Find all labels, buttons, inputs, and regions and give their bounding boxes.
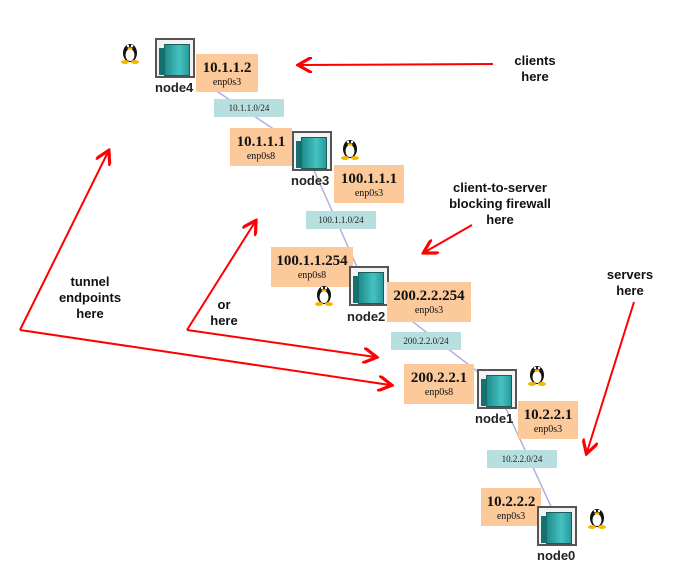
subnet-label: 10.2.2.0/24 bbox=[487, 450, 557, 468]
node2-label: node2 bbox=[347, 309, 386, 324]
annotation-clients: clients here bbox=[505, 53, 565, 85]
node0-label: node0 bbox=[537, 548, 576, 563]
arrow-tunnel-bottom bbox=[19, 329, 390, 385]
subnet-label: 10.1.1.0/24 bbox=[214, 99, 284, 117]
interface-dev: enp0s3 bbox=[533, 424, 563, 435]
arrow-or-here-up bbox=[186, 222, 255, 331]
node3-label: node3 bbox=[291, 173, 330, 188]
arrow-servers bbox=[587, 301, 635, 452]
annotation-line: here bbox=[76, 306, 104, 321]
interface-dev: enp0s8 bbox=[246, 151, 276, 162]
node1-label: node1 bbox=[475, 411, 514, 426]
annotation-tunnel-endpoints: tunnel endpoints here bbox=[50, 274, 130, 322]
annotation-or-here: or here bbox=[200, 297, 248, 329]
interface-dev: enp0s8 bbox=[424, 387, 454, 398]
interface-ip: 200.2.2.254 bbox=[393, 288, 465, 304]
annotation-line: endpoints bbox=[58, 290, 122, 305]
node0-server-icon[interactable] bbox=[537, 506, 577, 546]
interface-ip: 10.1.1.2 bbox=[202, 60, 252, 76]
interface-dev: enp0s3 bbox=[354, 188, 384, 199]
node4-label: node4 bbox=[155, 80, 194, 95]
interface-ip: 100.1.1.254 bbox=[276, 253, 348, 269]
annotation-line: client-to-server bbox=[453, 180, 547, 195]
subnet-label: 200.2.2.0/24 bbox=[391, 332, 461, 350]
annotation-line: here bbox=[521, 69, 549, 84]
annotation-line: tunnel bbox=[70, 274, 110, 289]
annotation-line: here bbox=[210, 313, 238, 328]
interface-dev: enp0s3 bbox=[414, 305, 444, 316]
annotation-line: or bbox=[217, 297, 231, 312]
annotation-line: blocking firewall bbox=[449, 196, 551, 211]
interface-dev: enp0s3 bbox=[212, 77, 242, 88]
annotation-line: here bbox=[616, 283, 644, 298]
linux-tux-icon bbox=[341, 140, 359, 160]
interface-ip: 100.1.1.1 bbox=[340, 171, 398, 187]
arrow-firewall bbox=[425, 224, 473, 252]
interface-ip: 10.2.2.2 bbox=[486, 494, 536, 510]
linux-tux-icon bbox=[588, 509, 606, 529]
node1-server-icon[interactable] bbox=[477, 369, 517, 409]
linux-tux-icon bbox=[528, 366, 546, 386]
annotation-line: here bbox=[486, 212, 514, 227]
annotation-line: clients bbox=[514, 53, 556, 68]
node4-server-icon[interactable] bbox=[155, 38, 195, 78]
interface-dev: enp0s3 bbox=[496, 511, 526, 522]
linux-tux-icon bbox=[315, 286, 333, 306]
arrow-or-here-right bbox=[186, 329, 375, 357]
arrow-tunnel-left bbox=[19, 152, 108, 331]
subnet-label: 100.1.1.0/24 bbox=[306, 211, 376, 229]
interface-ip: 10.1.1.1 bbox=[236, 134, 286, 150]
interface-dev: enp0s8 bbox=[297, 270, 327, 281]
arrow-clients bbox=[300, 64, 494, 65]
interface-ip: 200.2.2.1 bbox=[410, 370, 468, 386]
node2-server-icon[interactable] bbox=[349, 266, 389, 306]
annotation-firewall: client-to-server blocking firewall here bbox=[430, 180, 570, 228]
annotation-line: servers bbox=[606, 267, 654, 282]
node3-server-icon[interactable] bbox=[292, 131, 332, 171]
linux-tux-icon bbox=[121, 44, 139, 64]
annotation-servers: servers here bbox=[600, 267, 660, 299]
interface-ip: 10.2.2.1 bbox=[523, 407, 573, 423]
